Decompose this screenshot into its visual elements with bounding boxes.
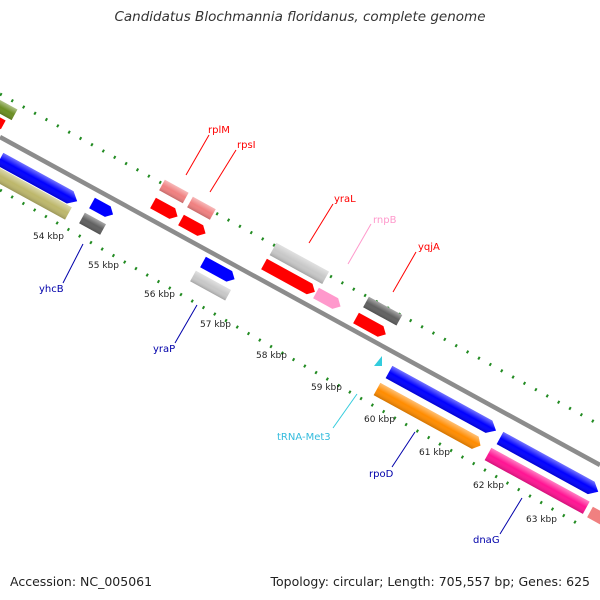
gene-label-dnaG: dnaG xyxy=(473,535,500,546)
gene-label-yraL: yraL xyxy=(334,194,356,205)
feature-red-topleft xyxy=(0,114,6,130)
kbp-tick-60: 60 kbp xyxy=(364,415,395,425)
kbp-tick-55: 55 kbp xyxy=(88,261,119,271)
kbp-tick-59: 59 kbp xyxy=(311,383,342,393)
callout-rplM xyxy=(185,134,210,176)
feature-gray-yhcB xyxy=(79,212,106,235)
callout-rpsI xyxy=(209,149,237,193)
kbp-tick-54: 54 kbp xyxy=(33,232,64,242)
feature-dnaG-blue xyxy=(496,431,599,495)
gene-label-yqjA: yqjA xyxy=(418,242,440,253)
feature-blue-yhcB xyxy=(89,197,114,217)
callout-yraP xyxy=(174,304,198,344)
feature-tRNA-Met3 xyxy=(374,356,382,366)
feature-yraL xyxy=(269,242,329,284)
gene-label-rplM: rplM xyxy=(208,125,230,136)
callout-tRNA-Met3 xyxy=(332,393,358,429)
gene-label-yraP: yraP xyxy=(153,344,175,355)
kbp-tick-56: 56 kbp xyxy=(144,290,175,300)
feature-yraP-gray xyxy=(190,270,231,301)
feature-rnpB xyxy=(313,287,341,309)
map-title: Candidatus Blochmannia floridanus, compl… xyxy=(114,9,486,25)
inner-tick-ring xyxy=(0,188,581,527)
gene-label-rpsI: rpsI xyxy=(237,140,256,151)
genome-backbone xyxy=(0,135,600,467)
kbp-tick-61: 61 kbp xyxy=(419,448,450,458)
gene-label-yhcB: yhcB xyxy=(39,284,64,295)
gene-label-rnpB: rnpB xyxy=(373,215,397,226)
feature-olive-top xyxy=(0,98,18,121)
kbp-tick-58: 58 kbp xyxy=(256,351,287,361)
callout-rpoD xyxy=(391,431,416,468)
feature-rpsI-red xyxy=(178,214,206,236)
feature-rpoD-blue xyxy=(385,365,497,433)
genome-summary-text: Topology: circular; Length: 705,557 bp; … xyxy=(270,574,591,589)
feature-salmon-right xyxy=(587,506,600,527)
callout-yqjA xyxy=(392,251,417,293)
feature-rplM-red xyxy=(150,197,178,219)
feature-rplM xyxy=(159,179,189,204)
accession-text: Accession: NC_005061 xyxy=(10,574,153,589)
gene-label-rpoD: rpoD xyxy=(369,469,394,480)
callout-yhcB xyxy=(62,243,84,284)
kbp-tick-62: 62 kbp xyxy=(473,481,504,491)
callout-rnpB xyxy=(347,223,372,265)
feature-yqjA xyxy=(363,296,403,326)
callout-yraL xyxy=(308,203,334,244)
kbp-tick-63: 63 kbp xyxy=(526,515,557,525)
kbp-tick-57: 57 kbp xyxy=(200,320,231,330)
feature-blue-left xyxy=(0,152,78,204)
feature-rpoD xyxy=(373,382,481,449)
feature-yqjA-red xyxy=(353,312,386,337)
feature-yraP-blue xyxy=(200,256,235,282)
feature-olive-left xyxy=(0,167,72,220)
feature-yraL-red xyxy=(261,258,315,295)
callout-dnaG xyxy=(499,497,523,535)
feature-rpsI xyxy=(187,196,216,220)
feature-dnaG xyxy=(484,447,590,514)
gene-label-tRNA-Met3: tRNA-Met3 xyxy=(277,432,331,443)
